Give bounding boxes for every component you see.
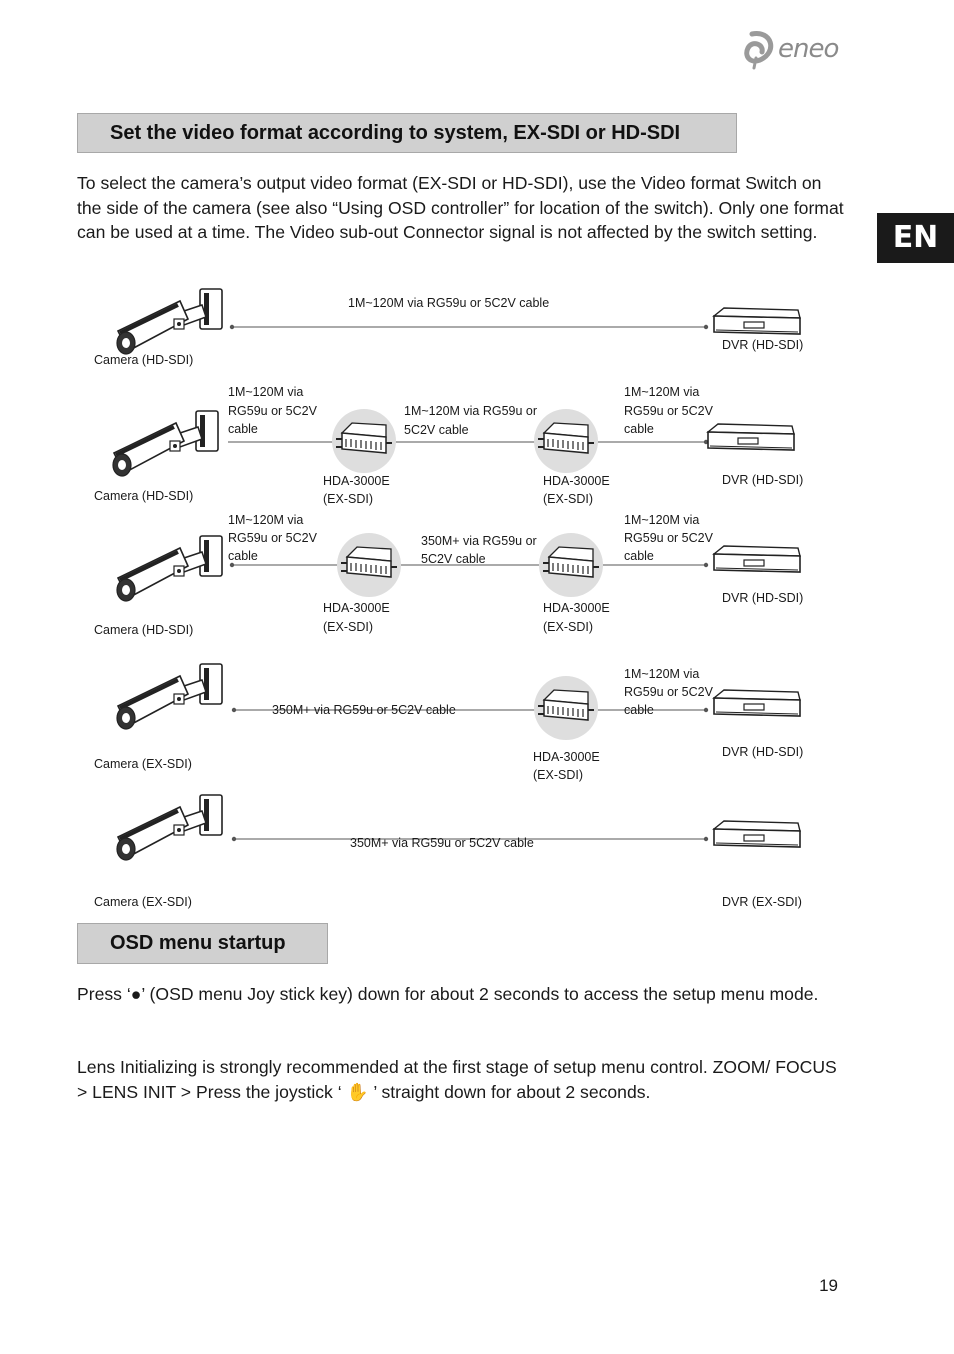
camera-icon [115,534,224,603]
eneo-logo-icon [744,31,774,70]
cable-label: 1M~120M via RG59u or [404,404,537,418]
language-tab[interactable]: EN [877,213,954,263]
dvr-label: DVR (HD-SDI) [722,591,803,605]
cable-label: 1M~120M via RG59u or 5C2V cable [348,296,549,310]
diagram-row-3: 1M~120M via RG59u or 5C2V cable 350M+ vi… [94,513,803,637]
cable-connector-dot [229,324,235,330]
osd-startup-paragraph: Press ‘●’ (OSD menu Joy stick key) down … [77,984,819,1004]
cable-label: RG59u or 5C2V [228,531,318,545]
diagram-row-2: 1M~120M via RG59u or 5C2V cable 1M~120M … [94,385,803,506]
hda-label: HDA-3000E [323,601,390,615]
dvr-icon [713,545,801,573]
cable-label: cable [228,422,258,436]
dvr-icon [713,820,801,848]
dvr-label: DVR (EX-SDI) [722,895,802,909]
cable-label: 1M~120M via [228,513,303,527]
dvr-icon [713,689,801,717]
dvr-icon [713,307,801,335]
cable-label: 1M~120M via [228,385,303,399]
diagram-row-5: 350M+ via RG59u or 5C2V cable Camera (EX… [94,793,802,909]
cable-label: 1M~120M via [624,513,699,527]
diagram-row-4: 350M+ via RG59u or 5C2V cable 1M~120M vi… [94,662,803,782]
cable-label: 5C2V cable [421,552,486,566]
camera-label: Camera (EX-SDI) [94,757,192,771]
camera-icon [115,287,224,356]
hda-converter-icon [533,408,599,474]
camera-icon [115,662,224,731]
dvr-label: DVR (HD-SDI) [722,338,803,352]
hda-converter-icon [331,408,397,474]
hda-label: HDA-3000E [543,601,610,615]
cable-label: cable [624,422,654,436]
video-format-paragraph: To select the camera’s output video form… [77,173,844,243]
cable-label: 350M+ via RG59u or 5C2V cable [350,836,534,850]
cable-label: 1M~120M via [624,385,699,399]
cable-connector-dot [231,836,237,842]
cable-label: cable [624,703,654,717]
dvr-label: DVR (HD-SDI) [722,473,803,487]
cable-label: cable [624,549,654,563]
hda-converter-icon [538,532,604,598]
cable-label: RG59u or 5C2V [624,404,714,418]
logo-wordmark: eneo [778,34,839,64]
cable-connector-dot [229,562,235,568]
cable-label: 5C2V cable [404,423,469,437]
cable-connector-dot [703,562,709,568]
camera-icon [111,409,220,478]
camera-label: Camera (EX-SDI) [94,895,192,909]
camera-label: Camera (HD-SDI) [94,353,193,367]
section-title-video-format: Set the video format according to system… [77,113,737,153]
cable-label: 350M+ via RG59u or 5C2V cable [272,703,456,717]
hda-label: (EX-SDI) [543,620,593,634]
connection-diagram: 1M~120M via RG59u or 5C2V cable Camera (… [94,287,803,909]
cable-label: cable [228,549,258,563]
cable-connector-dot [703,707,709,713]
camera-label: Camera (HD-SDI) [94,623,193,637]
cable-connector-dot [703,836,709,842]
camera-label: Camera (HD-SDI) [94,489,193,503]
hda-label: (EX-SDI) [543,492,593,506]
page-number: 19 [819,1276,838,1295]
cable-label: 1M~120M via [624,667,699,681]
hda-label: HDA-3000E [323,474,390,488]
hda-converter-icon [336,532,402,598]
diagram-row-1: 1M~120M via RG59u or 5C2V cable Camera (… [94,287,803,367]
cable-label: RG59u or 5C2V [228,404,318,418]
cable-connector-dot [703,324,709,330]
section-title-osd-menu: OSD menu startup [77,923,328,964]
dvr-icon [707,423,795,451]
cable-connector-dot [703,439,709,445]
dvr-label: DVR (HD-SDI) [722,745,803,759]
lens-init-paragraph: Lens Initializing is strongly recommende… [77,1057,837,1102]
cable-label: RG59u or 5C2V [624,685,714,699]
hda-converter-icon [533,675,599,741]
hda-label: (EX-SDI) [323,620,373,634]
hda-label: (EX-SDI) [533,768,583,782]
cable-label: RG59u or 5C2V [624,531,714,545]
cable-label: 350M+ via RG59u or [421,534,537,548]
hda-label: HDA-3000E [543,474,610,488]
cable-connector-dot [231,707,237,713]
hda-label: HDA-3000E [533,750,600,764]
camera-icon [115,793,224,862]
hda-label: (EX-SDI) [323,492,373,506]
